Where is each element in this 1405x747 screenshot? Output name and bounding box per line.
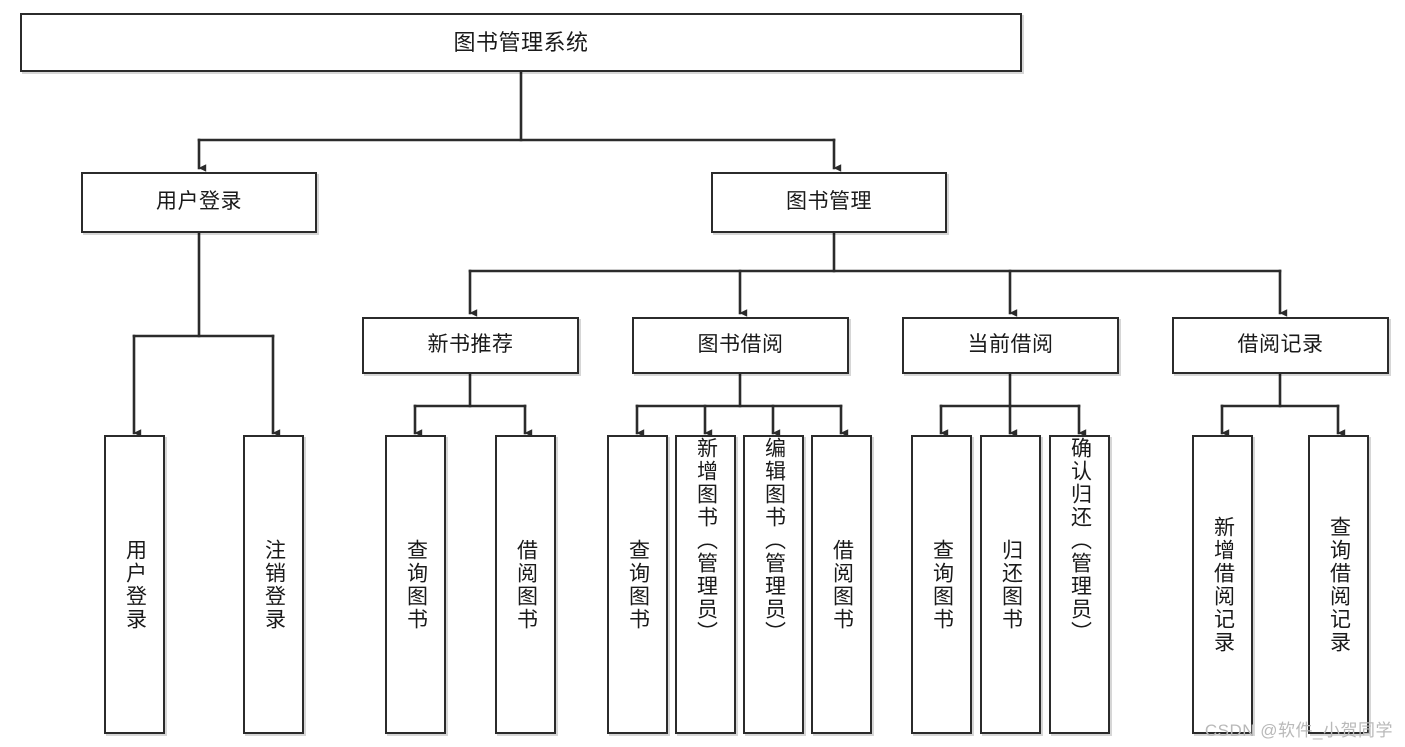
node-leaf-borrow-book-1-label: 借阅图书 (514, 538, 538, 631)
node-leaf-user-login-label: 用户登录 (123, 538, 147, 631)
node-leaf-borrow-book-2[interactable]: 借阅图书 (811, 435, 872, 734)
node-leaf-query-borrow-record[interactable]: 查询借阅记录 (1308, 435, 1369, 734)
watermark: CSDN @软件_小贺同学 (1204, 721, 1393, 740)
node-root-system[interactable]: 图书管理系统 (20, 13, 1022, 72)
node-leaf-query-book-1-label: 查询图书 (404, 538, 428, 631)
node-user-login[interactable]: 用户登录 (81, 172, 317, 233)
node-leaf-logout-login[interactable]: 注销登录 (243, 435, 304, 734)
node-leaf-return-book[interactable]: 归还图书 (980, 435, 1041, 734)
node-leaf-query-borrow-record-label: 查询借阅记录 (1327, 515, 1351, 654)
node-borrow-record-label: 借阅记录 (1237, 333, 1324, 357)
node-leaf-add-borrow-record-label: 新增借阅记录 (1211, 515, 1235, 654)
node-user-login-label: 用户登录 (156, 190, 242, 214)
node-book-management[interactable]: 图书管理 (711, 172, 947, 233)
node-current-borrow-label: 当前借阅 (967, 333, 1054, 357)
node-leaf-query-book-3[interactable]: 查询图书 (911, 435, 972, 734)
node-leaf-borrow-book-1[interactable]: 借阅图书 (495, 435, 556, 734)
node-leaf-user-login[interactable]: 用户登录 (104, 435, 165, 734)
node-leaf-edit-book-admin[interactable]: 编辑图书（管理员） (743, 435, 804, 734)
node-book-borrow-label: 图书借阅 (697, 333, 784, 357)
node-current-borrow[interactable]: 当前借阅 (902, 317, 1119, 374)
node-leaf-return-book-label: 归还图书 (999, 538, 1023, 631)
node-leaf-logout-login-label: 注销登录 (262, 538, 286, 631)
node-book-borrow[interactable]: 图书借阅 (632, 317, 849, 374)
node-leaf-confirm-return-admin[interactable]: 确认归还（管理员） (1049, 435, 1110, 734)
node-leaf-query-book-3-label: 查询图书 (930, 538, 954, 631)
node-leaf-query-book-1[interactable]: 查询图书 (385, 435, 446, 734)
node-leaf-add-book-admin-label: 新增图书（管理员） (694, 437, 718, 644)
node-leaf-add-borrow-record[interactable]: 新增借阅记录 (1192, 435, 1253, 734)
node-leaf-query-book-2-label: 查询图书 (626, 538, 650, 631)
node-leaf-confirm-return-admin-label: 确认归还（管理员） (1068, 437, 1092, 644)
node-borrow-record[interactable]: 借阅记录 (1172, 317, 1389, 374)
node-book-management-label: 图书管理 (786, 190, 872, 214)
node-leaf-add-book-admin[interactable]: 新增图书（管理员） (675, 435, 736, 734)
node-new-book-recommend[interactable]: 新书推荐 (362, 317, 579, 374)
node-leaf-borrow-book-2-label: 借阅图书 (830, 538, 854, 631)
node-leaf-edit-book-admin-label: 编辑图书（管理员） (762, 437, 786, 644)
node-root-system-label: 图书管理系统 (453, 29, 589, 55)
node-new-book-recommend-label: 新书推荐 (427, 333, 514, 357)
node-leaf-query-book-2[interactable]: 查询图书 (607, 435, 668, 734)
